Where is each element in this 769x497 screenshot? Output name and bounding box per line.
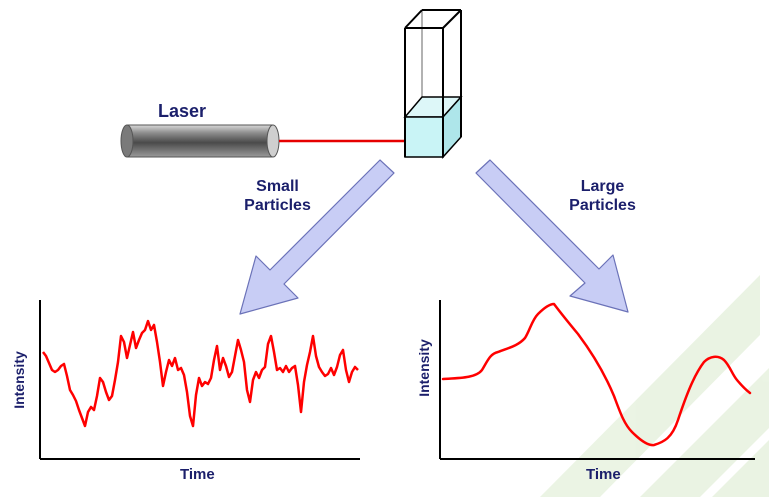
arrow-large-particles	[475, 159, 629, 313]
small-particles-label: Small Particles	[225, 177, 330, 215]
right-plot-trace	[441, 302, 752, 447]
right-plot-xlabel: Time	[586, 466, 621, 483]
left-plot-xlabel: Time	[180, 466, 215, 483]
small-particles-line2: Particles	[244, 197, 311, 215]
watermark-stripes	[540, 275, 769, 497]
left-plot-trace	[42, 319, 359, 428]
large-particles-line1: Large	[580, 178, 625, 195]
laser-label: Laser	[158, 101, 207, 121]
left-plot-ylabel: Intensity	[11, 351, 27, 409]
left-plot-axes	[39, 300, 360, 460]
right-plot-ylabel: Intensity	[416, 339, 432, 397]
large-particles-line2: Particles	[569, 197, 636, 215]
small-particles-line1: Small	[256, 178, 299, 195]
cuvette	[403, 9, 463, 159]
laser-device	[120, 124, 280, 158]
arrow-small-particles	[239, 159, 395, 315]
large-particles-label: Large Particles	[550, 177, 655, 215]
right-plot-axes	[439, 300, 755, 460]
